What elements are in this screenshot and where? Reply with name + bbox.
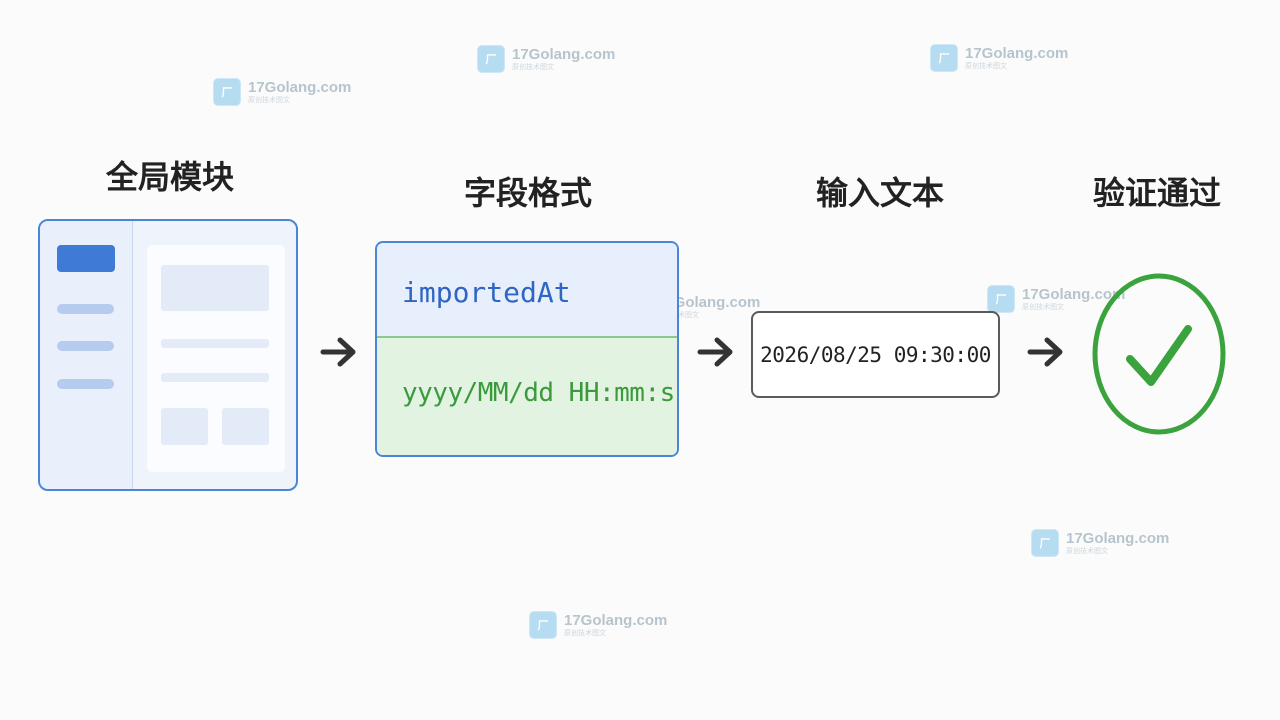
sidebar-item-placeholder [57,341,114,351]
date-text-input[interactable]: 2026/08/25 09:30:00 [751,311,1000,398]
sidebar-active-item [57,245,115,272]
watermark: ⼚ 17Golang.com 原创技术图文 [477,45,615,73]
step-title-field-format: 字段格式 [464,174,593,212]
field-format-card: importedAt yyyy/MM/dd HH:mm:ss [375,241,679,457]
field-name: importedAt [402,276,571,309]
watermark-text: 17Golang.com [965,45,1069,62]
module-sidebar [40,221,133,489]
sidebar-item-placeholder [57,379,114,389]
content-block-placeholder [222,408,269,445]
step-title-validation-passed: 验证通过 [1093,174,1222,212]
field-format-pattern: yyyy/MM/dd HH:mm:ss [402,378,679,408]
watermark-logo-icon: ⼚ [930,44,958,72]
content-block-placeholder [161,408,208,445]
watermark-text: 17Golang.com [248,79,352,96]
watermark-subtext: 原创技术图文 [1066,547,1108,555]
content-line-placeholder [161,373,269,382]
arrow-right-icon [320,337,356,367]
watermark: ⼚ 17Golang.com 原创技术图文 [987,285,1125,313]
arrow-right-icon [1027,337,1063,367]
watermark: ⼚ 17Golang.com 原创技术图文 [930,44,1068,72]
field-name-row: importedAt [377,243,677,338]
watermark-text: 17Golang.com [657,294,761,311]
watermark-logo-icon: ⼚ [477,45,505,73]
watermark: ⼚ 17Golang.com 原创技术图文 [1031,529,1169,557]
module-content-panel [147,245,285,472]
watermark-subtext: 原创技术图文 [248,96,290,104]
check-circle-icon [1092,273,1226,435]
watermark-text: 17Golang.com [1066,530,1170,547]
arrow-right-icon [697,337,733,367]
watermark: ⼚ 17Golang.com 原创技术图文 [213,78,351,106]
watermark-subtext: 原创技术图文 [564,629,606,637]
watermark-logo-icon: ⼚ [987,285,1015,313]
field-format-row: yyyy/MM/dd HH:mm:ss [377,338,677,455]
sidebar-item-placeholder [57,304,114,314]
watermark-subtext: 原创技术图文 [512,63,554,71]
watermark-logo-icon: ⼚ [1031,529,1059,557]
content-line-placeholder [161,339,269,348]
step-title-global-module: 全局模块 [106,158,235,196]
watermark-subtext: 原创技术图文 [1022,303,1064,311]
watermark-logo-icon: ⼚ [213,78,241,106]
watermark-subtext: 原创技术图文 [965,62,1007,70]
step-title-input-text: 输入文本 [816,174,945,212]
watermark-logo-icon: ⼚ [529,611,557,639]
global-module-illustration [38,219,298,491]
watermark-text: 17Golang.com [564,612,668,629]
watermark: ⼚ 17Golang.com 原创技术图文 [529,611,667,639]
content-block-placeholder [161,265,269,311]
watermark-text: 17Golang.com [512,46,616,63]
watermark-text: 17Golang.com [1022,286,1126,303]
